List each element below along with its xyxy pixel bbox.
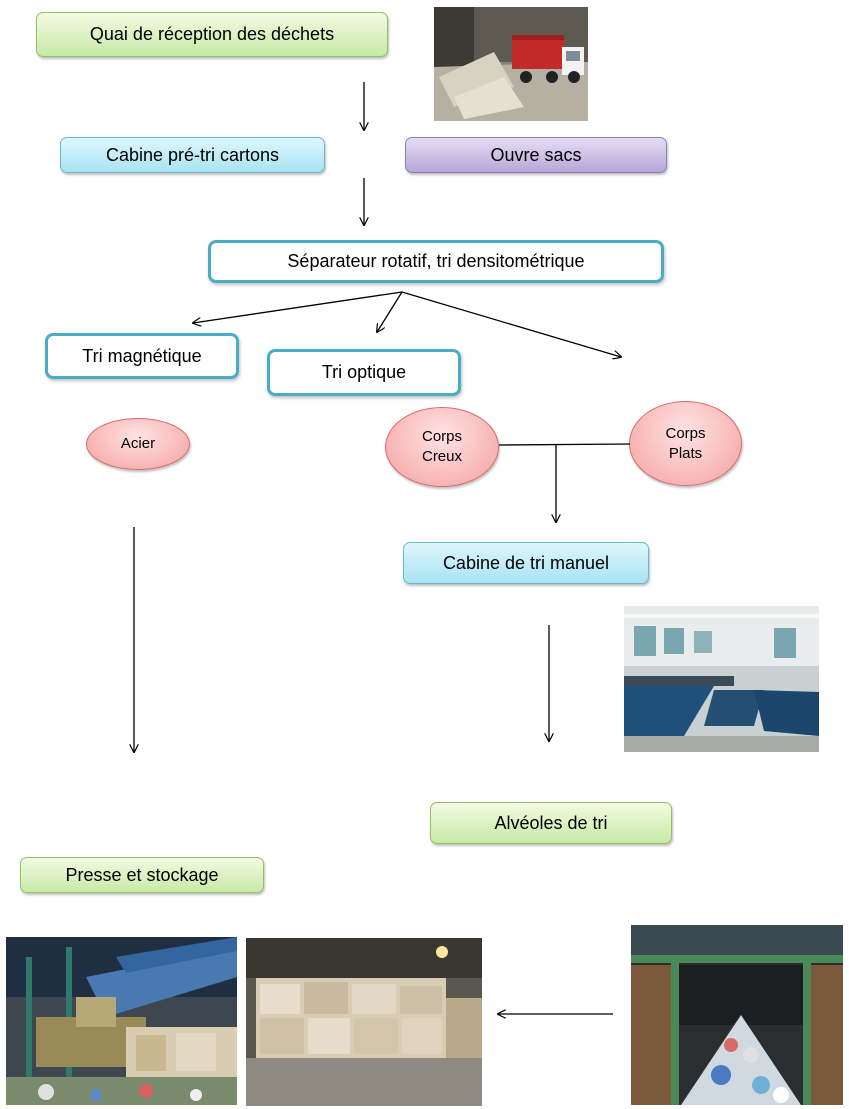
box-ouvre-sacs: Ouvre sacs bbox=[405, 137, 667, 173]
box-presse-stockage: Presse et stockage bbox=[20, 857, 264, 893]
ellipse-acier-label: Acier bbox=[120, 435, 156, 452]
box-tri-magnetique: Tri magnétique bbox=[45, 333, 239, 379]
ellipse-corps-plats-line1: Corps bbox=[665, 424, 706, 442]
box-quai-reception-label: Quai de réception des déchets bbox=[89, 24, 335, 44]
box-presse-stockage-label: Presse et stockage bbox=[65, 864, 219, 885]
photo-sorting-alveoles bbox=[631, 925, 843, 1105]
photo-bales-storage bbox=[246, 938, 482, 1106]
photo-truck-reception bbox=[434, 7, 588, 121]
arrow-separateur-to-tri-magnetique bbox=[193, 291, 403, 323]
box-quai-reception: Quai de réception des déchets bbox=[36, 12, 388, 57]
box-alveoles: Alvéoles de tri bbox=[430, 802, 672, 844]
connector-corps-creux-corps-plats bbox=[498, 443, 631, 446]
photo-sorting-cabin bbox=[624, 606, 819, 752]
photo-baler bbox=[6, 937, 237, 1105]
box-separateur-label: Séparateur rotatif, tri densitométrique bbox=[287, 251, 585, 271]
ellipse-corps-creux: Corps Creux bbox=[385, 407, 499, 487]
box-separateur: Séparateur rotatif, tri densitométrique bbox=[208, 240, 664, 283]
arrow-separateur-to-tri-optique bbox=[377, 291, 403, 332]
ellipse-corps-creux-line2: Creux bbox=[421, 448, 462, 465]
ellipse-corps-plats: Corps Plats bbox=[629, 401, 742, 486]
box-tri-optique-label: Tri optique bbox=[321, 362, 407, 382]
box-cabine-pretri-label: Cabine pré-tri cartons bbox=[105, 144, 280, 165]
box-cabine-tri-manuel: Cabine de tri manuel bbox=[403, 542, 649, 584]
ellipse-corps-creux-line1: Corps bbox=[421, 428, 462, 445]
ellipse-acier: Acier bbox=[86, 418, 190, 470]
box-cabine-pretri: Cabine pré-tri cartons bbox=[60, 137, 325, 173]
box-tri-optique: Tri optique bbox=[267, 349, 461, 396]
box-tri-magnetique-label: Tri magnétique bbox=[82, 345, 202, 366]
box-ouvre-sacs-label: Ouvre sacs bbox=[490, 144, 582, 165]
arrow-separateur-to-right bbox=[401, 291, 621, 357]
box-cabine-tri-manuel-label: Cabine de tri manuel bbox=[442, 552, 610, 573]
box-alveoles-label: Alvéoles de tri bbox=[494, 812, 608, 833]
ellipse-corps-plats-line2: Plats bbox=[668, 444, 703, 462]
